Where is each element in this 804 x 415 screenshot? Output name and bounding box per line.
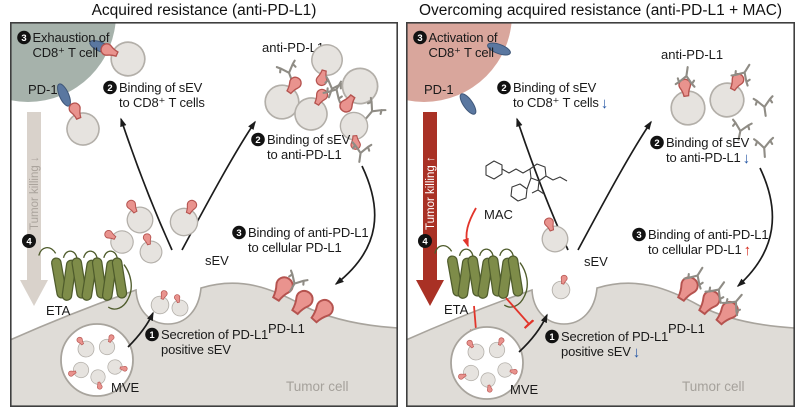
decrease-arrow-icon: ↓ xyxy=(743,150,750,167)
svg-text:1: 1 xyxy=(149,330,155,341)
svg-text:2: 2 xyxy=(255,135,260,146)
sev-bound-to-pd1 xyxy=(58,98,104,150)
pd1-receptor xyxy=(487,42,511,56)
anti-pdl1-label: anti-PD-L1 xyxy=(262,40,324,55)
svg-text:2: 2 xyxy=(107,83,112,94)
left-panel-title: Acquired resistance (anti-PD-L1) xyxy=(91,2,317,19)
arrow-antibody-to-pdl1 xyxy=(736,167,774,288)
tumor-cell-label: Tumor cell xyxy=(682,379,745,394)
eta-inhibits-mve-tbar xyxy=(474,305,476,330)
right-panel-title: Overcoming acquired resistance (anti-PD-… xyxy=(418,2,783,19)
pd1-receptor xyxy=(57,83,71,107)
pd1-label: PD-1 xyxy=(424,82,454,97)
eta-label: ETA xyxy=(444,302,469,317)
step4-badge: 4 xyxy=(418,234,432,248)
tumor-killing-arrow xyxy=(20,112,48,306)
antibody-icon xyxy=(753,136,776,159)
svg-text:1: 1 xyxy=(549,332,555,343)
increase-arrow-icon: ↑ xyxy=(744,242,751,259)
anti-pdl1-label: anti-PD-L1 xyxy=(661,47,723,62)
arrow-sev-to-antibody xyxy=(577,120,652,251)
svg-text:4: 4 xyxy=(26,237,32,248)
sev-vesicle xyxy=(136,231,165,265)
svg-text:3: 3 xyxy=(417,33,422,44)
sev-label: sEV xyxy=(205,253,229,268)
cd8-tcell-exhausted xyxy=(10,22,116,102)
sev-vesicle xyxy=(149,288,174,317)
tumor-killing-label: Tumor killing ↓ xyxy=(29,156,41,230)
eta-inhibits-secretion-tbar xyxy=(505,297,529,324)
step4-badge: 4 xyxy=(22,234,36,248)
decrease-arrow-icon: ↓ xyxy=(601,95,608,112)
mac-label: MAC xyxy=(484,207,513,222)
mve-label: MVE xyxy=(111,380,140,395)
svg-text:2: 2 xyxy=(654,138,659,149)
tumor-killing-label: Tumor killing ↑ xyxy=(425,156,437,230)
decrease-arrow-icon: ↓ xyxy=(633,344,640,361)
cd8-tcell-activated xyxy=(406,22,512,102)
sev-vesicle xyxy=(169,293,190,318)
pdl1-label: PD-L1 xyxy=(268,321,305,336)
arrow-mve-secretion xyxy=(127,311,154,348)
sev-vesicle xyxy=(704,67,755,123)
right-panel-border xyxy=(406,22,795,407)
pd1-receptor xyxy=(459,93,477,115)
svg-text:3: 3 xyxy=(21,33,26,44)
right-panel-overcoming-resistance: 4 Tumor killing ↑ anti-PD-L1 3 Activatio… xyxy=(406,22,795,407)
mac-molecule-structure xyxy=(485,160,568,202)
pdl1-label: PD-L1 xyxy=(668,321,705,336)
sev-vesicle xyxy=(550,273,573,301)
mve-label: MVE xyxy=(510,382,539,397)
left-panel-acquired-resistance: 4 Tumor killing ↓ anti-PD-L1 3 Exhaustio… xyxy=(10,22,398,407)
arrow-mve-secretion xyxy=(518,313,548,353)
svg-text:4: 4 xyxy=(422,237,428,248)
arrow-sev-to-tcell xyxy=(120,117,173,251)
eta-label: ETA xyxy=(46,303,71,318)
pd1-label: PD-1 xyxy=(28,82,58,97)
sev-label: sEV xyxy=(584,254,608,269)
tumor-killing-arrow xyxy=(416,112,444,306)
antibody-icon xyxy=(752,95,777,119)
svg-text:3: 3 xyxy=(636,230,641,241)
svg-text:3: 3 xyxy=(236,228,241,239)
svg-text:2: 2 xyxy=(501,83,506,94)
tumor-cell-label: Tumor cell xyxy=(286,379,349,394)
sev-vesicle xyxy=(535,214,571,255)
arrow-antibody-to-pdl1 xyxy=(334,165,376,285)
left-panel-border xyxy=(10,22,398,407)
sev-vesicle xyxy=(667,77,707,127)
mac-inhibits-eta-arrow xyxy=(462,207,477,248)
